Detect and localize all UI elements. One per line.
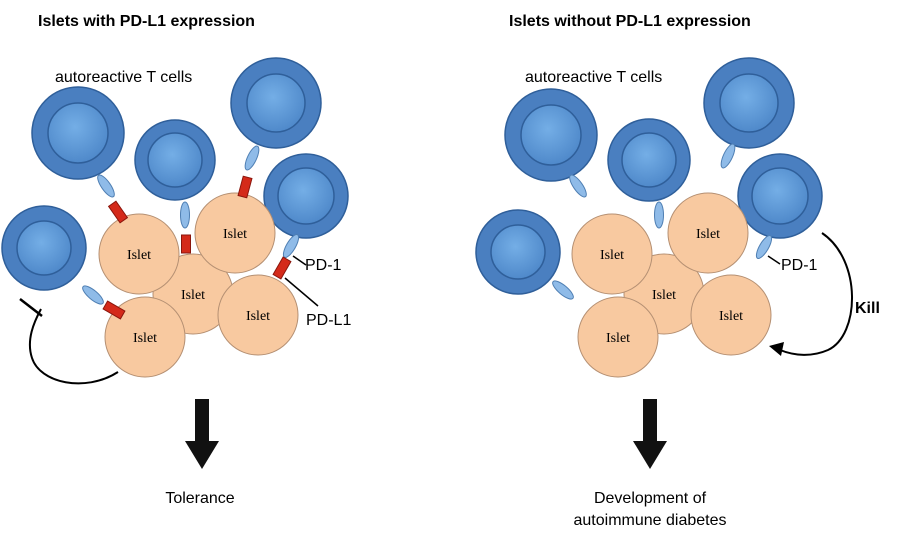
left-down-arrow: [185, 399, 219, 469]
right-outcome-line1: Development of: [594, 490, 707, 507]
islet: Islet: [98, 213, 180, 295]
svg-text:Islet: Islet: [696, 227, 720, 242]
t-cell: [737, 153, 823, 239]
left-pd1-label: PD-1: [305, 257, 342, 274]
svg-text:Islet: Islet: [600, 248, 624, 263]
islet: Islet: [577, 296, 659, 378]
t-cell: [504, 88, 598, 182]
pd1-receptor: [654, 201, 664, 229]
right-panel-title: Islets without PD-L1 expression: [509, 13, 751, 30]
islet: Islet: [104, 296, 186, 378]
inhibition-arrow: [28, 308, 119, 385]
t-cell: [263, 153, 349, 239]
pd1-receptor: [97, 174, 115, 198]
t-cell: [475, 209, 561, 295]
left-panel: Islets with PD-L1 expression autoreactiv…: [1, 13, 351, 507]
pd1-receptor: [755, 235, 773, 259]
islet: Islet: [194, 192, 276, 274]
right-down-arrow: [633, 399, 667, 469]
pdl1-ligand: [102, 300, 126, 320]
t-cell: [1, 205, 87, 291]
svg-text:Islet: Islet: [652, 288, 676, 303]
left-pdl1-label: PD-L1: [306, 312, 351, 329]
svg-text:Islet: Islet: [223, 227, 247, 242]
islet: Islet: [667, 192, 749, 274]
islet: Islet: [690, 274, 772, 356]
inhibition-bar: [19, 298, 43, 317]
pdl1-leader-line: [284, 277, 319, 307]
pd1-receptor: [82, 285, 104, 305]
pd1-receptor: [720, 143, 736, 169]
right-panel: Islets without PD-L1 expression autoreac…: [475, 13, 880, 529]
svg-text:Islet: Islet: [133, 331, 157, 346]
pdl1-ligand: [237, 175, 253, 199]
pd1-receptor: [569, 174, 587, 198]
pd1-leader-line: [292, 255, 307, 266]
islet: Islet: [571, 213, 653, 295]
pd1-receptor: [180, 201, 190, 229]
right-tcell-label: autoreactive T cells: [525, 69, 662, 86]
pdl1-ligand: [107, 200, 129, 224]
pd1-receptor: [244, 145, 260, 171]
svg-text:Islet: Islet: [246, 309, 270, 324]
kill-arrowhead: [769, 342, 784, 356]
left-panel-title: Islets with PD-L1 expression: [38, 13, 255, 30]
svg-text:Islet: Islet: [719, 309, 743, 324]
t-cell: [31, 86, 125, 180]
t-cell: [703, 57, 795, 149]
left-tcell-label: autoreactive T cells: [55, 69, 192, 86]
right-pd1-label: PD-1: [781, 257, 818, 274]
islet: Islet: [217, 274, 299, 356]
kill-label: Kill: [855, 300, 880, 317]
kill-arrow: [779, 232, 853, 356]
pd1-receptor: [282, 234, 300, 258]
right-outcome-line2: autoimmune diabetes: [574, 512, 727, 529]
t-cell: [230, 57, 322, 149]
left-outcome: Tolerance: [165, 490, 234, 507]
svg-text:Islet: Islet: [181, 288, 205, 303]
pdl1-ligand: [272, 256, 292, 280]
t-cell: [134, 119, 216, 201]
pd1-leader-line: [767, 255, 781, 265]
pd1-receptor: [552, 280, 574, 300]
svg-text:Islet: Islet: [606, 331, 630, 346]
svg-text:Islet: Islet: [127, 248, 151, 263]
pdl1-ligand: [181, 234, 191, 254]
t-cell: [607, 118, 691, 202]
